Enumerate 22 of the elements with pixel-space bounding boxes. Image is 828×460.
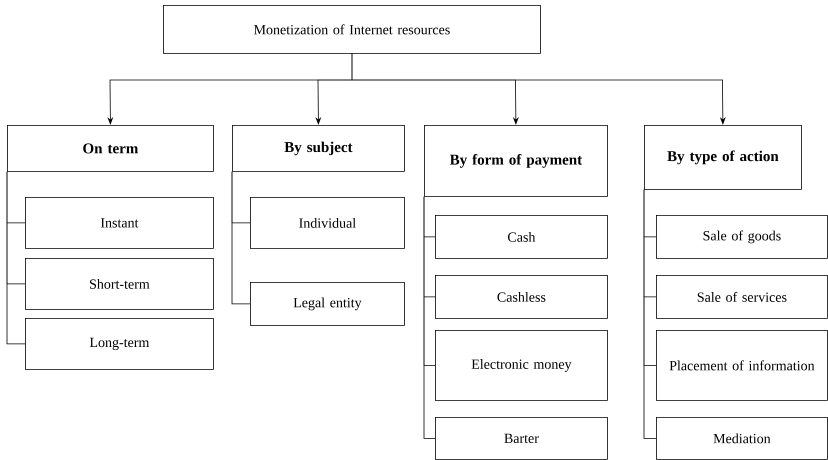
item-box: Barter [435, 417, 608, 460]
item-box: Long-term [25, 318, 214, 370]
item-box: Electronic money [435, 330, 608, 401]
item-box: Mediation [656, 417, 828, 460]
item-box: Placement of information [656, 330, 828, 401]
title-box: Monetization of Internet resources [163, 5, 541, 54]
category-box: By type of action [644, 125, 802, 190]
connector-line [644, 189, 656, 439]
connector-line [6, 171, 26, 344]
item-box: Individual [250, 197, 405, 249]
connector-line [424, 196, 436, 439]
connector-line [232, 171, 250, 304]
item-box: Legal entity [250, 282, 405, 326]
item-box: Sale of services [656, 275, 828, 319]
item-box: Cash [435, 215, 608, 259]
category-box: By subject [232, 125, 405, 172]
item-box: Cashless [435, 275, 608, 319]
category-box: By form of payment [424, 125, 608, 197]
item-box: Instant [25, 197, 214, 249]
category-box: On term [7, 125, 214, 172]
item-box: Sale of goods [656, 215, 828, 259]
item-box: Short-term [25, 258, 214, 310]
